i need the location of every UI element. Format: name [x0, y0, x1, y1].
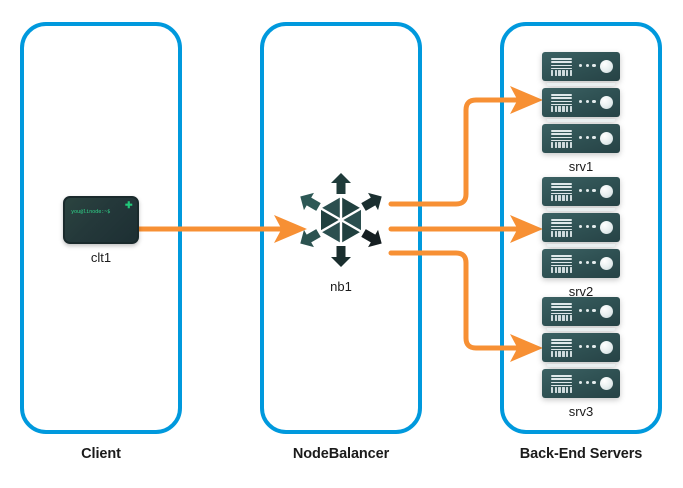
- zone-caption-servers: Back-End Servers: [519, 446, 643, 462]
- node-label-clt1: clt1: [90, 250, 112, 265]
- node-label-nb1: nb1: [330, 279, 352, 294]
- node-label-srv2: srv2: [568, 284, 594, 299]
- node-srv3[interactable]: srv3: [527, 297, 635, 420]
- node-srv2[interactable]: srv2: [527, 177, 635, 300]
- node-nb1[interactable]: nb1: [287, 172, 395, 295]
- server-rack-icon: [542, 297, 620, 398]
- nodebalancer-icon: [300, 173, 382, 267]
- node-label-srv1: srv1: [568, 159, 594, 174]
- zone-caption-nodebalancer: NodeBalancer: [292, 446, 390, 462]
- node-label-srv3: srv3: [568, 404, 594, 419]
- node-srv1[interactable]: srv1: [527, 52, 635, 175]
- plus-icon: ✚: [125, 200, 133, 210]
- node-clt1[interactable]: you@linode:~$ ✚ clt1: [47, 196, 155, 266]
- terminal-icon: you@linode:~$ ✚: [63, 196, 139, 244]
- terminal-prompt-text: you@linode:~$: [71, 209, 111, 215]
- zone-caption-client: Client: [81, 446, 121, 462]
- server-rack-icon: [542, 177, 620, 278]
- server-rack-icon: [542, 52, 620, 153]
